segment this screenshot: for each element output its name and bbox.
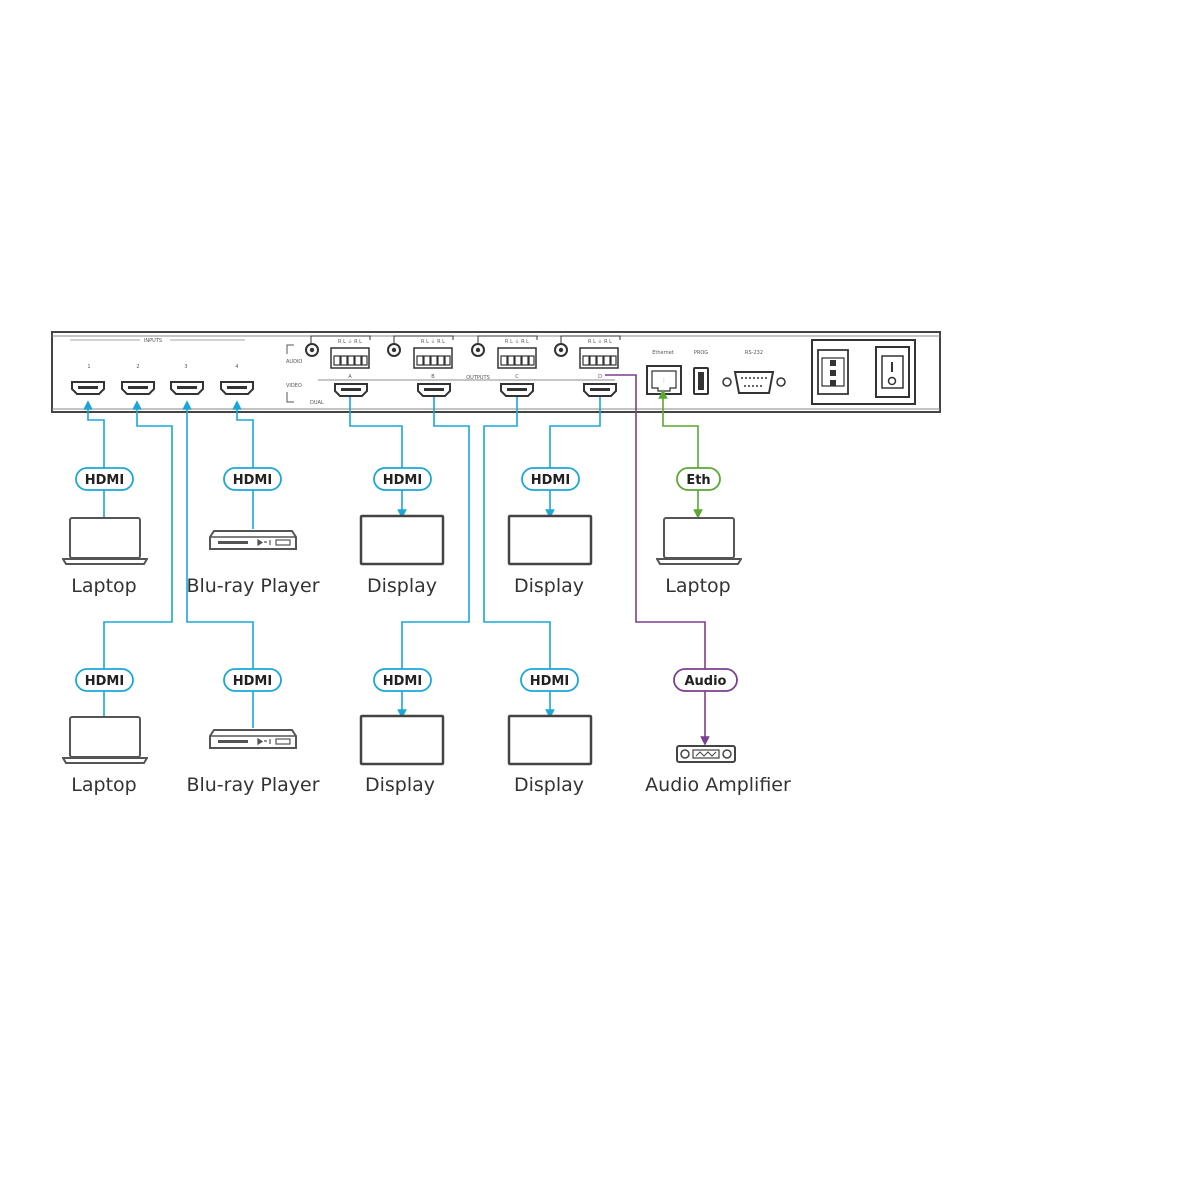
device-label-laptop-1: Laptop	[71, 575, 136, 597]
svg-text:Audio: Audio	[684, 674, 726, 689]
hdmi-output-port-a[interactable]	[334, 383, 368, 397]
ethernet-port[interactable]: ⋮	[646, 365, 682, 395]
laptop-icon	[62, 716, 148, 764]
hdmi-output-port-b[interactable]	[417, 383, 451, 397]
hdmi-input-port-4[interactable]	[220, 381, 254, 395]
dual-label: DUAL	[310, 400, 324, 406]
display-icon	[507, 514, 593, 566]
badge-hdmi-laptop-2: HDMI	[75, 668, 134, 692]
cable-display-c	[483, 397, 555, 719]
badge-hdmi-bluray-1: HDMI	[223, 467, 282, 491]
svg-text:HDMI: HDMI	[383, 674, 422, 689]
input-number-4: 4	[235, 364, 238, 370]
device-label-laptop-2: Laptop	[71, 774, 136, 796]
panel-body	[51, 331, 941, 413]
device-label-display-c: Display	[514, 774, 584, 796]
rs232-port[interactable]	[722, 371, 786, 394]
audio-terminal-d[interactable]	[579, 347, 619, 369]
badge-hdmi-laptop-1: HDMI	[75, 467, 134, 491]
badge-hdmi-display-c: HDMI	[520, 668, 579, 692]
input-number-2: 2	[136, 364, 139, 370]
laptop-icon	[62, 517, 148, 565]
svg-text:⋮: ⋮	[662, 378, 667, 384]
power-switch[interactable]	[875, 346, 910, 398]
output-letter-a: A	[348, 374, 352, 380]
cable-badges: HDMI HDMI HDMI HDMI Eth HDMI HDMI HDMI	[75, 467, 738, 692]
video-row-label: VIDEO	[286, 383, 302, 389]
terminal-label-d: R L ⏚ R L	[588, 338, 612, 345]
output-letter-d: D	[598, 374, 602, 380]
terminal-label-c: R L ⏚ R L	[505, 338, 529, 345]
bluray-player-icon	[209, 729, 297, 749]
power-module	[811, 339, 916, 405]
svg-text:HDMI: HDMI	[530, 674, 569, 689]
display-icon	[359, 714, 445, 766]
audio-row-label: AUDIO	[286, 359, 302, 365]
cable-display-d	[545, 397, 601, 519]
cable-laptop-2	[103, 400, 173, 717]
rs232-label: RS-232	[745, 350, 763, 356]
cable-bluray-1	[232, 400, 254, 529]
output-letter-c: C	[515, 374, 519, 380]
audio-terminal-b[interactable]	[413, 347, 453, 369]
cable-laptop-1	[83, 400, 105, 518]
output-letter-b: B	[431, 374, 435, 380]
hdmi-input-port-2[interactable]	[121, 381, 155, 395]
bluray-player-icon	[209, 530, 297, 550]
device-label-display-d: Display	[514, 575, 584, 597]
rear-panel: INPUTS 1 2 3 4 AUDIO VIDEO DUAL OUTPUTS …	[51, 331, 941, 413]
display-icon	[507, 714, 593, 766]
hdmi-input-port-1[interactable]	[71, 381, 105, 395]
laptop-icon	[656, 517, 742, 565]
cable-display-a	[349, 397, 407, 519]
svg-text:HDMI: HDMI	[85, 473, 124, 488]
output-group-b: R L ⏚ R L B	[387, 335, 454, 397]
device-label-laptop-eth: Laptop	[665, 575, 730, 597]
svg-text:HDMI: HDMI	[233, 674, 272, 689]
prog-label: PROG	[694, 350, 708, 356]
hdmi-output-port-c[interactable]	[500, 383, 534, 397]
svg-text:HDMI: HDMI	[531, 473, 570, 488]
badge-audio: Audio	[673, 668, 738, 692]
audio-terminal-c[interactable]	[497, 347, 537, 369]
device-label-amplifier: Audio Amplifier	[645, 774, 791, 796]
cable-display-b	[397, 397, 470, 719]
inputs-label: INPUTS	[144, 338, 162, 344]
usb-prog-port[interactable]	[693, 367, 709, 395]
ethernet-label: Ethernet	[652, 350, 674, 356]
badge-hdmi-display-d: HDMI	[521, 467, 580, 491]
device-label-bluray-1: Blu-ray Player	[186, 575, 319, 597]
svg-text:HDMI: HDMI	[383, 473, 422, 488]
svg-text:HDMI: HDMI	[233, 473, 272, 488]
badge-hdmi-display-a: HDMI	[373, 467, 432, 491]
svg-text:Eth: Eth	[686, 473, 710, 488]
badge-hdmi-bluray-2: HDMI	[223, 668, 282, 692]
audio-terminal-a[interactable]	[330, 347, 370, 369]
badge-hdmi-display-b: HDMI	[373, 668, 432, 692]
hdmi-output-port-d[interactable]	[583, 383, 617, 397]
output-group-c: R L ⏚ R L C	[471, 335, 538, 397]
input-number-3: 3	[184, 364, 187, 370]
devices: Laptop Blu-ray Player Display Display La…	[62, 514, 791, 796]
output-group-d: R L ⏚ R L D	[554, 335, 621, 397]
svg-text:HDMI: HDMI	[85, 674, 124, 689]
badge-eth: Eth	[676, 467, 721, 491]
terminal-label-b: R L ⏚ R L	[421, 338, 445, 345]
hdmi-input-port-3[interactable]	[170, 381, 204, 395]
display-icon	[359, 514, 445, 566]
terminal-label-a: R L ⏚ R L	[338, 338, 362, 345]
device-label-display-b: Display	[365, 774, 435, 796]
device-label-bluray-2: Blu-ray Player	[186, 774, 319, 796]
cable-audio	[605, 374, 710, 746]
audio-amplifier-icon	[676, 745, 736, 763]
outputs-label: OUTPUTS	[466, 375, 490, 381]
power-inlet[interactable]	[817, 349, 849, 395]
input-number-1: 1	[87, 364, 90, 370]
output-group-a: R L ⏚ R L A	[305, 335, 371, 397]
device-label-display-a: Display	[367, 575, 437, 597]
